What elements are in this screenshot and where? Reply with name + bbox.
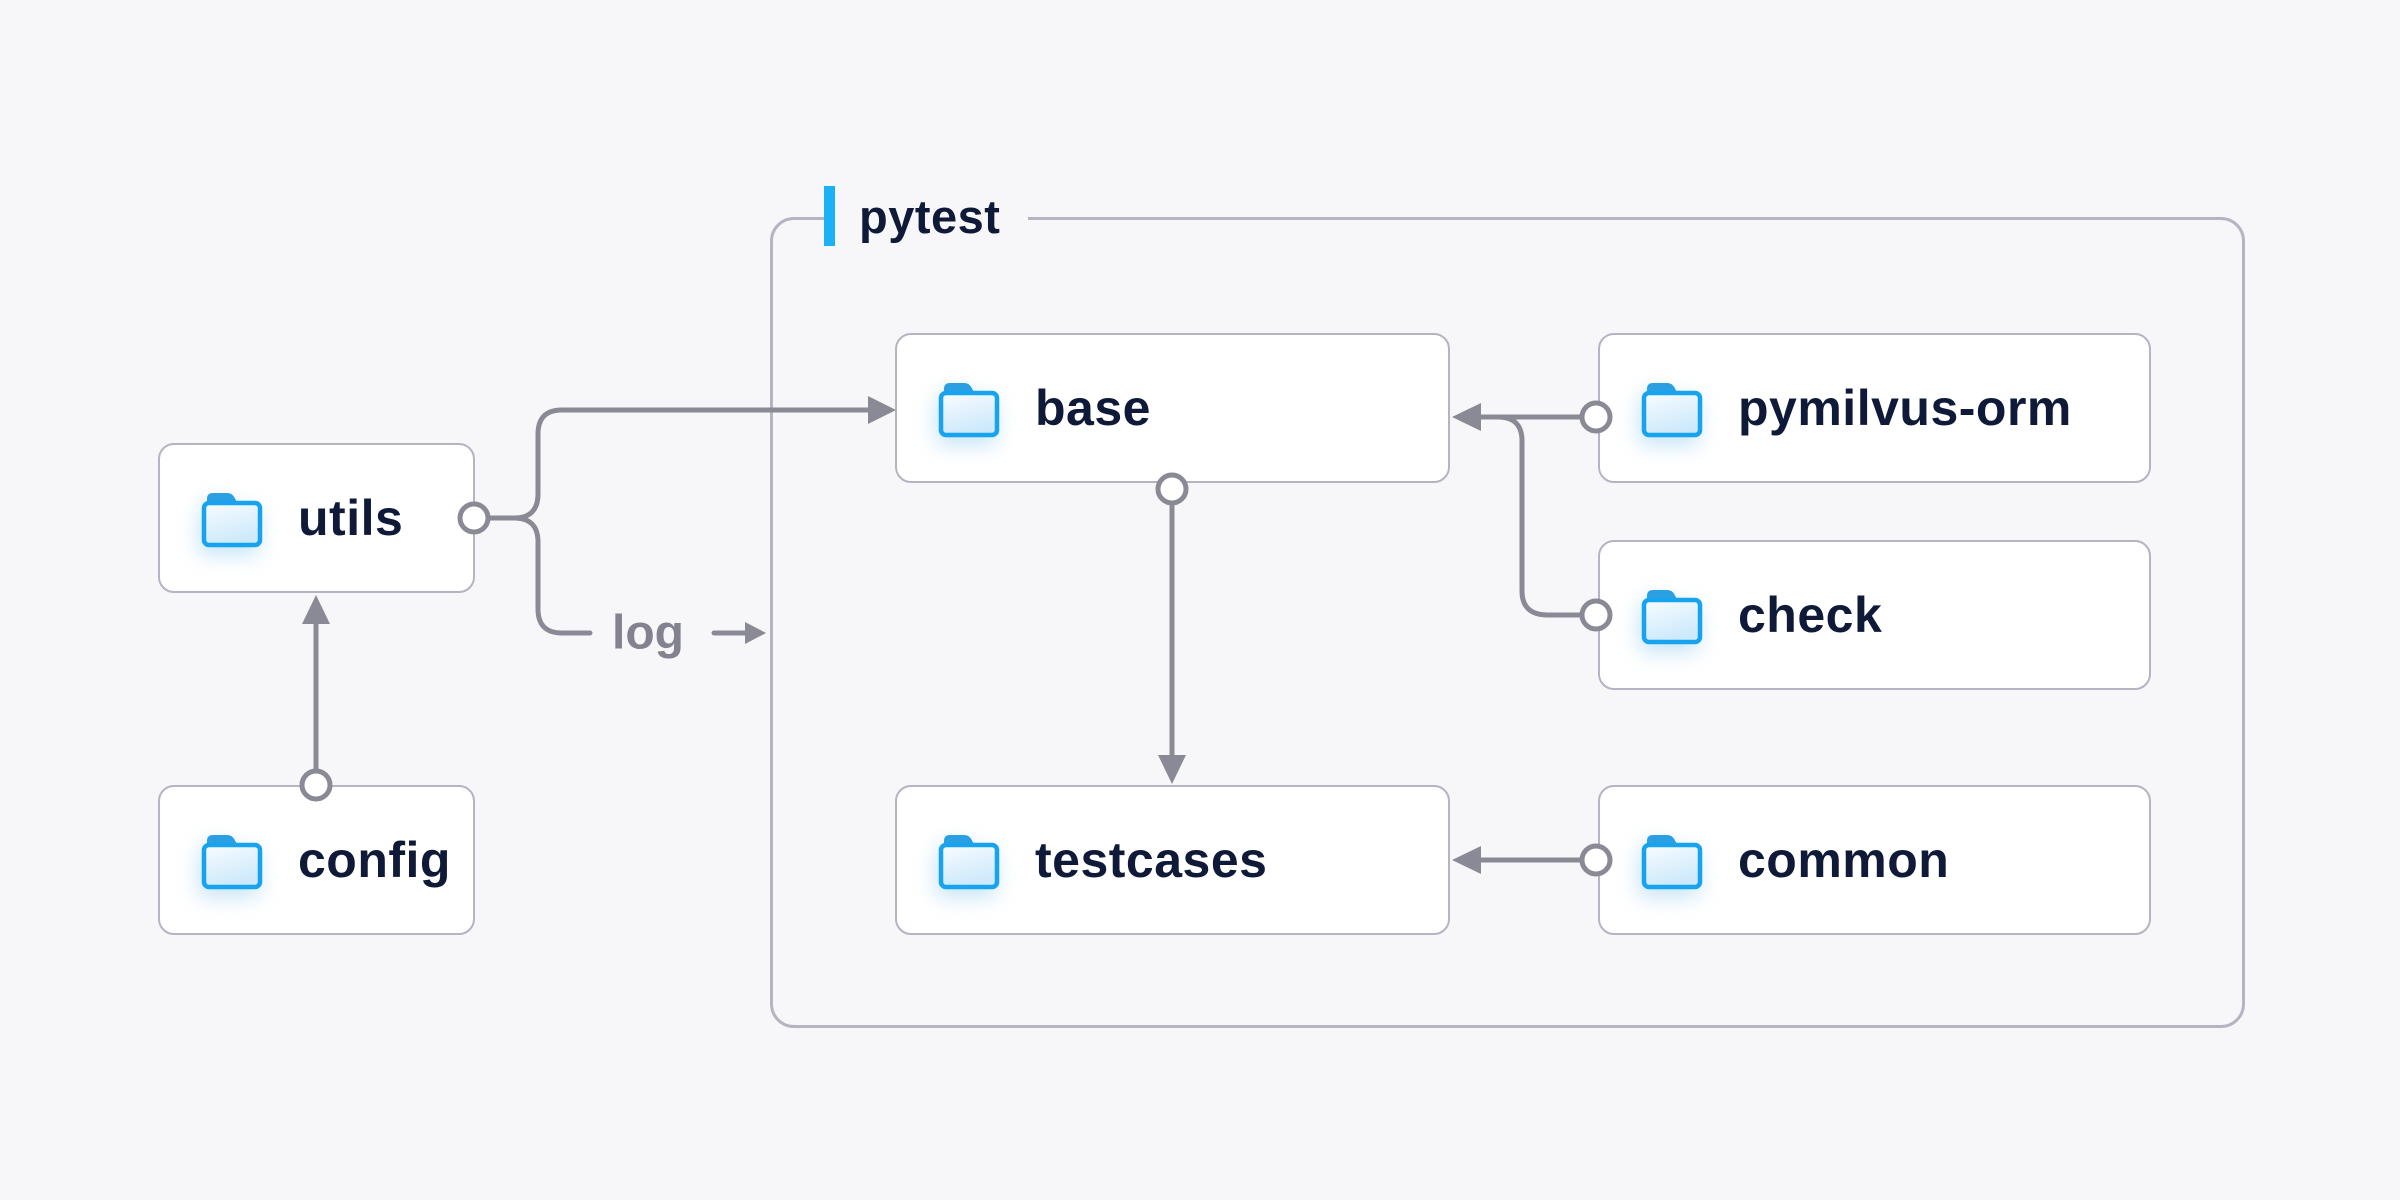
node-base-label: base	[1035, 380, 1151, 436]
folder-icon	[198, 830, 266, 890]
folder-icon	[1638, 830, 1706, 890]
folder-icon	[935, 378, 1003, 438]
node-config: config	[158, 785, 475, 935]
pytest-container	[770, 217, 2245, 1028]
log-arrowhead	[745, 622, 766, 644]
node-common-label: common	[1738, 832, 1950, 888]
folder-icon	[1638, 585, 1706, 645]
node-testcases: testcases	[895, 785, 1450, 935]
node-check-label: check	[1738, 587, 1883, 643]
node-utils: utils	[158, 443, 475, 593]
pytest-accent-bar	[824, 186, 835, 246]
node-check: check	[1598, 540, 2151, 690]
edge-utils-log	[485, 515, 593, 636]
log-edge-label: log	[612, 606, 684, 660]
node-pymilvus-orm-label: pymilvus-orm	[1738, 380, 2072, 436]
node-common: common	[1598, 785, 2151, 935]
pytest-label-text: pytest	[859, 189, 1001, 243]
pytest-container-label: pytest	[824, 185, 1029, 247]
arrowhead-into-utils	[302, 595, 330, 624]
node-base: base	[895, 333, 1450, 483]
node-config-label: config	[298, 832, 451, 888]
folder-icon	[935, 830, 1003, 890]
node-pymilvus-orm: pymilvus-orm	[1598, 333, 2151, 483]
node-testcases-label: testcases	[1035, 832, 1268, 888]
node-utils-label: utils	[298, 490, 404, 546]
folder-icon	[198, 488, 266, 548]
folder-icon	[1638, 378, 1706, 438]
